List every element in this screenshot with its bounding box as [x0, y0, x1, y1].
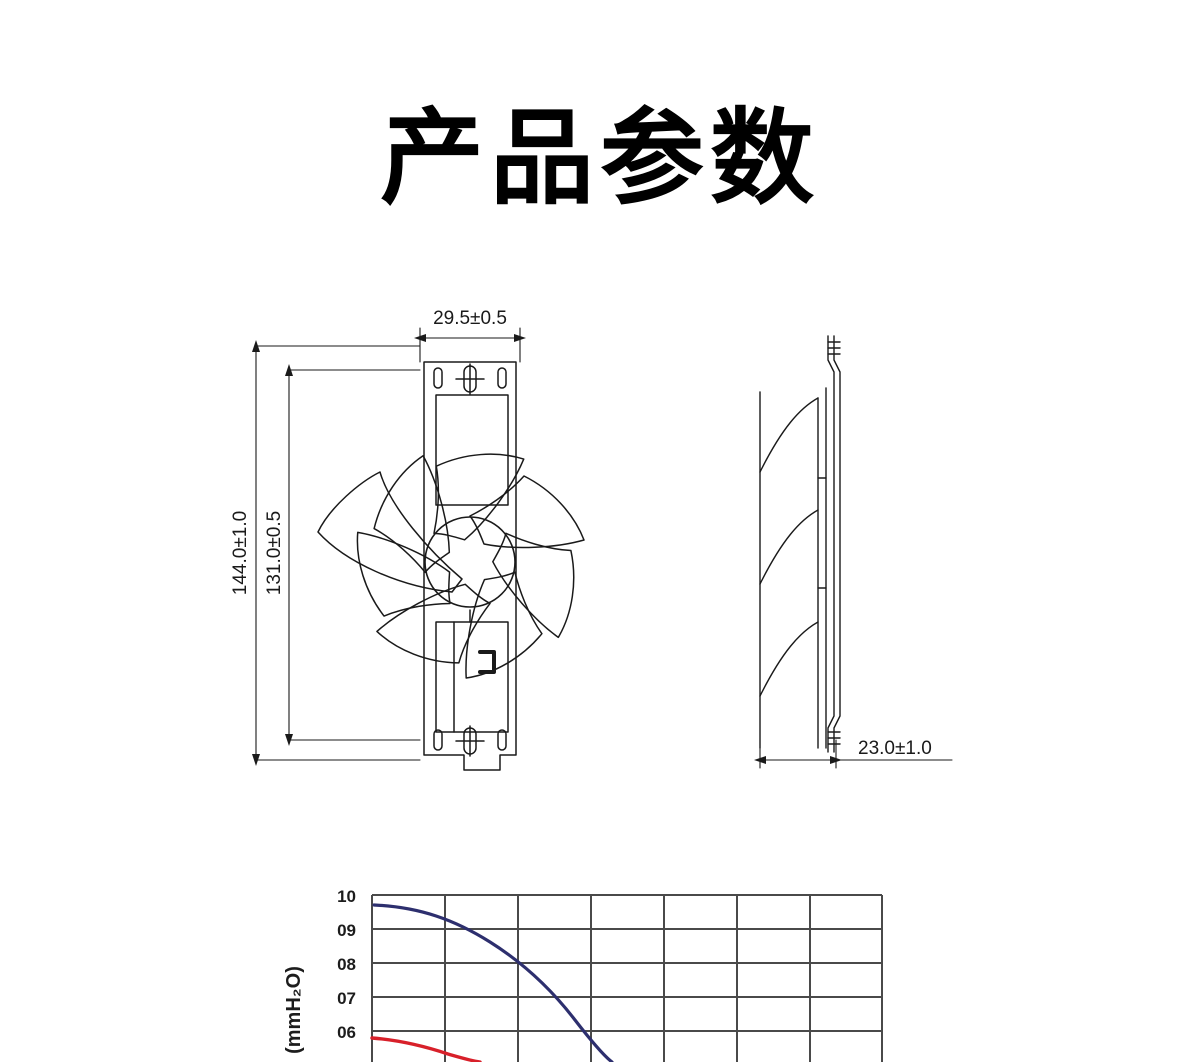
chart-ytick-4: 06: [337, 1023, 356, 1042]
chart-ytick-2: 08: [337, 955, 356, 974]
dimension-label-width-top: 29.5±0.5: [433, 308, 507, 329]
dimension-outer-frame: [252, 340, 421, 766]
dimension-label-height-outer: 144.0±1.0: [230, 511, 251, 595]
fan-hub: [424, 516, 516, 608]
chart-ylabel: (mmH₂O): [283, 966, 305, 1054]
chart-series-static-pressure-high: [372, 903, 614, 1062]
chart-ytick-1: 09: [337, 921, 356, 940]
fan-technical-drawing: 29.5±0.5 144.0±1.0 131.0±0.5 23.0±1.0: [0, 300, 1200, 820]
performance-chart: 10 09 08 07 06 (mmH₂O): [0, 880, 1200, 1062]
drawing-canvas: 29.5±0.5 144.0±1.0 131.0±0.5 23.0±1.0: [230, 308, 953, 771]
fan-blade-set: [356, 453, 585, 679]
dimension-label-height-inner: 131.0±0.5: [264, 511, 285, 595]
dimension-inner-frame: [285, 364, 421, 746]
side-view-profile: [759, 335, 841, 753]
dimension-top-width: [414, 327, 526, 363]
chart-grid: [371, 894, 883, 1062]
dimension-label-side-depth: 23.0±1.0: [858, 738, 932, 759]
dimension-side-depth: [754, 739, 953, 769]
chart-canvas: 10 09 08 07 06 (mmH₂O): [283, 887, 883, 1062]
chart-ytick-0: 10: [337, 887, 356, 906]
mounting-bracket: [423, 361, 517, 771]
chart-ytick-3: 07: [337, 989, 356, 1008]
chart-series-static-pressure-low: [370, 1036, 482, 1062]
page-title: 产品参数: [379, 97, 820, 219]
fan-blades: [317, 471, 463, 593]
